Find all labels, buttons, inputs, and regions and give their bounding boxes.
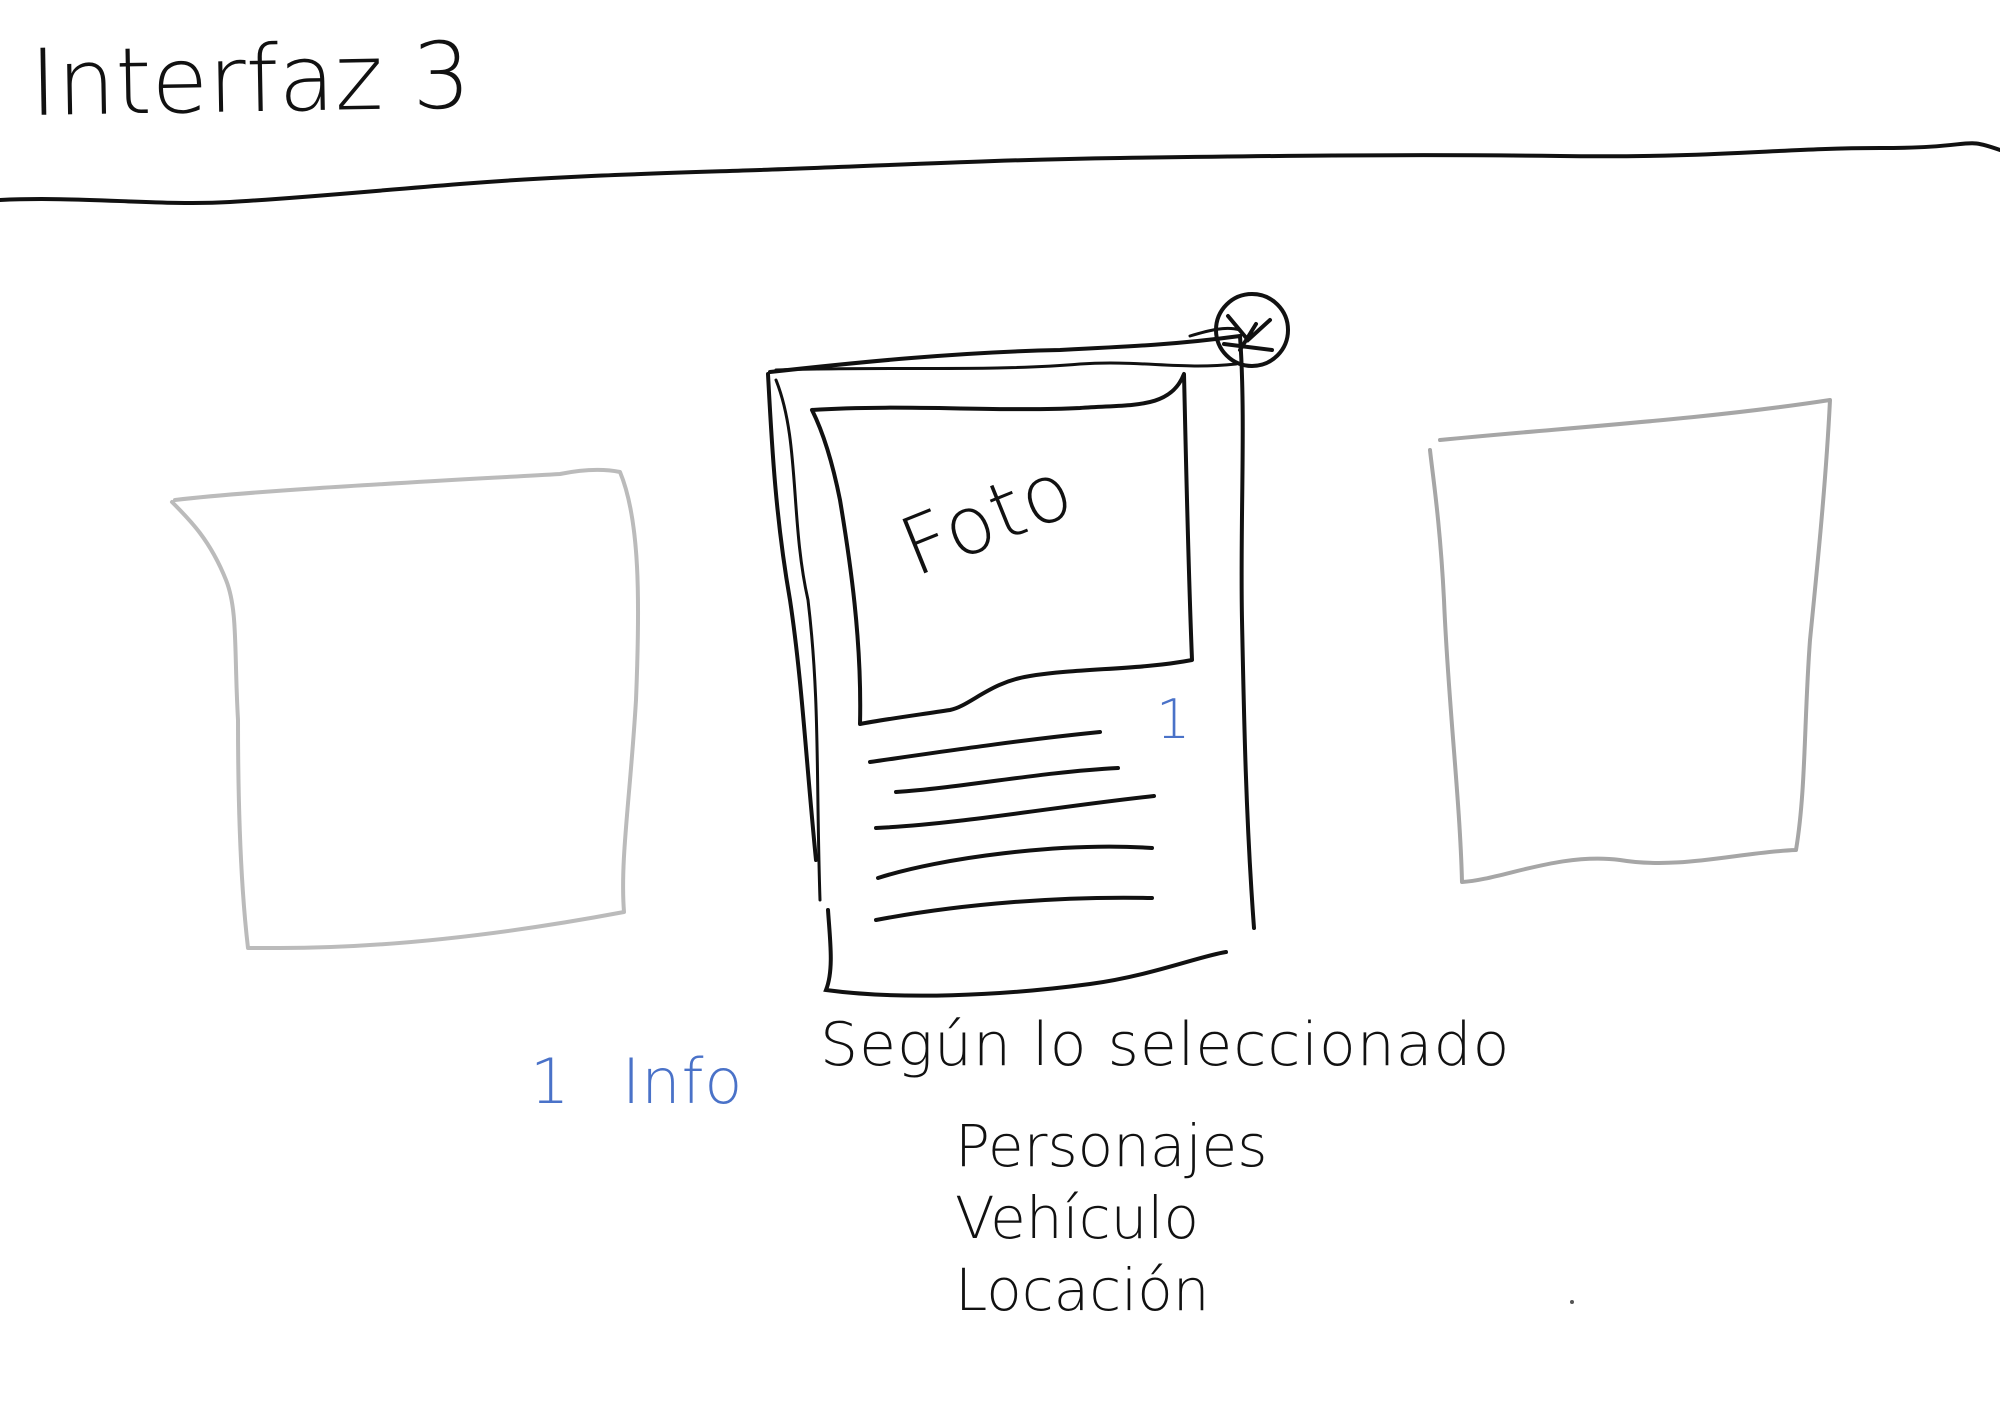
info-marker: 1 (1156, 688, 1192, 751)
info-line-5 (874, 895, 1154, 922)
info-line-3 (874, 794, 1156, 830)
left-card (170, 468, 641, 950)
info-line-4 (876, 844, 1154, 880)
annotation-item-locacion: Locación (955, 1256, 1210, 1324)
photo-placeholder (810, 372, 1194, 726)
annotation-item-personajes: Personajes (955, 1112, 1268, 1180)
stray-dot (1570, 1300, 1574, 1304)
annotation-item-vehiculo: Vehículo (955, 1184, 1199, 1252)
annotation-text: Según lo seleccionado (820, 1010, 1511, 1080)
close-icon[interactable] (1188, 292, 1290, 368)
center-card-bottom (823, 908, 1228, 998)
page-title: Interfaz 3 (29, 22, 472, 137)
info-line-2 (894, 766, 1120, 794)
annotation-number: 1 (530, 1045, 571, 1118)
close-button[interactable] (1213, 291, 1289, 367)
header-divider (0, 141, 2000, 205)
info-line-1 (868, 730, 1102, 764)
annotation-label: Info (622, 1045, 744, 1118)
right-card (1428, 398, 1832, 884)
center-card-inner-edge (774, 378, 822, 902)
right-card-hit[interactable] (1428, 400, 1832, 884)
center-card-top-double (774, 361, 1238, 372)
center-card (768, 333, 1256, 930)
center-card-hit[interactable] (766, 336, 1196, 996)
left-card-hit[interactable] (172, 470, 642, 950)
center-card-left-edge (766, 372, 818, 862)
annotation-items: Personajes Vehículo Locación (955, 1110, 1267, 1326)
